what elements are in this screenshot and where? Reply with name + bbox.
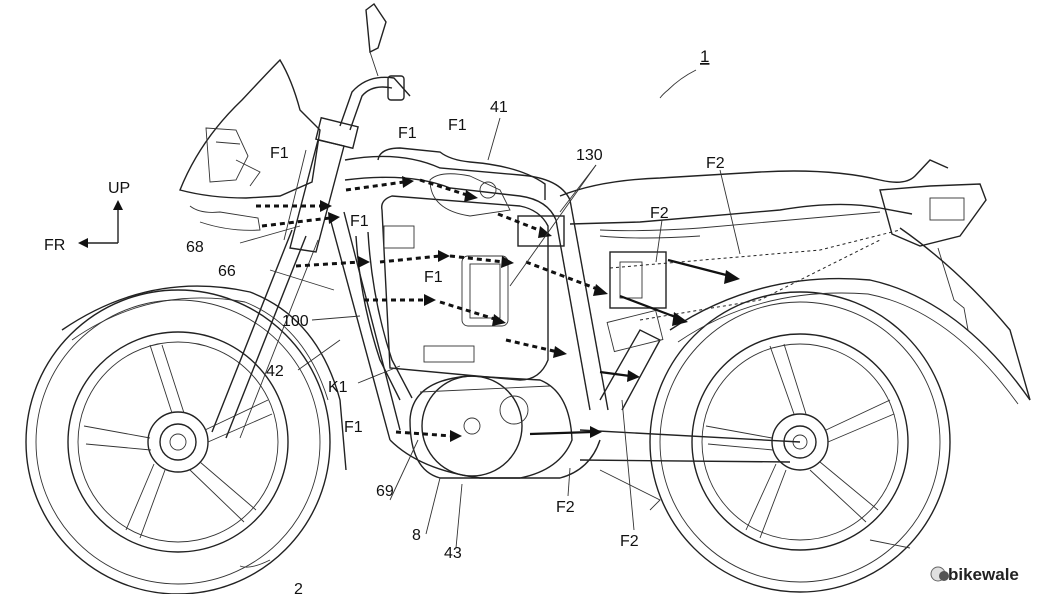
label-66: 66 bbox=[218, 263, 236, 280]
label-f1-e: F1 bbox=[424, 269, 443, 286]
frame-42 bbox=[329, 211, 413, 441]
arrow-left-icon bbox=[78, 238, 118, 248]
label-f1-c: F1 bbox=[448, 117, 467, 134]
label-f1-f: F1 bbox=[344, 419, 363, 436]
figure-leader-line bbox=[659, 69, 697, 99]
direction-front-label: FR bbox=[44, 237, 65, 254]
frame-43 bbox=[389, 439, 601, 479]
arrow-up-icon bbox=[113, 200, 123, 243]
label-f2-a: F2 bbox=[706, 155, 725, 172]
swing-arm bbox=[579, 329, 801, 511]
label-100: 100 bbox=[282, 313, 309, 330]
seat bbox=[559, 159, 949, 239]
label-f1-d: F1 bbox=[350, 213, 369, 230]
front-fender bbox=[61, 285, 347, 471]
label-2: 2 bbox=[294, 581, 303, 594]
rear-frame-dashed bbox=[609, 229, 901, 269]
headlight-cowl bbox=[179, 58, 321, 231]
direction-up-label: UP bbox=[108, 180, 130, 197]
label-69: 69 bbox=[376, 483, 394, 500]
frame-41 bbox=[344, 155, 609, 411]
label-8: 8 bbox=[412, 527, 421, 544]
leader-lines bbox=[239, 117, 911, 568]
label-k1: K1 bbox=[328, 379, 348, 396]
direction-indicator: UP FR bbox=[44, 180, 130, 254]
figure-number: 1 bbox=[659, 47, 709, 99]
label-f2-c: F2 bbox=[556, 499, 575, 516]
label-f2-b: F2 bbox=[650, 205, 669, 222]
handlebar bbox=[339, 2, 411, 131]
front-fender-inner bbox=[71, 297, 329, 401]
rear-fender-inner bbox=[677, 292, 1019, 405]
reference-labels: 41 130 68 66 100 42 K1 69 8 43 2 F1 F1 F… bbox=[186, 99, 725, 594]
rear-wheel bbox=[649, 291, 951, 593]
front-fork bbox=[211, 229, 319, 439]
battery-box bbox=[381, 195, 549, 381]
label-f2-d: F2 bbox=[620, 533, 639, 550]
label-130: 130 bbox=[576, 147, 603, 164]
label-f1-b: F1 bbox=[398, 125, 417, 142]
tank-cover bbox=[377, 147, 546, 217]
bikewale-logo-icon bbox=[930, 566, 949, 582]
watermark-text: bikewale bbox=[948, 565, 1019, 584]
airflow-f1-arrows bbox=[256, 176, 608, 442]
label-f1-a: F1 bbox=[270, 145, 289, 162]
label-42: 42 bbox=[266, 363, 284, 380]
airflow-f2-arrows bbox=[529, 258, 740, 438]
label-68: 68 bbox=[186, 239, 204, 256]
rear-fender bbox=[669, 277, 1031, 401]
tail-section bbox=[879, 183, 1031, 401]
bikewale-watermark: bikewale bbox=[930, 565, 1019, 584]
rear-frame-dashed-2 bbox=[639, 239, 881, 321]
steering-head bbox=[283, 116, 359, 253]
figure-number-label: 1 bbox=[700, 47, 709, 66]
controller bbox=[517, 215, 667, 353]
label-41: 41 bbox=[490, 99, 508, 116]
label-43: 43 bbox=[444, 545, 462, 562]
motor bbox=[409, 375, 573, 479]
front-wheel bbox=[25, 289, 331, 594]
